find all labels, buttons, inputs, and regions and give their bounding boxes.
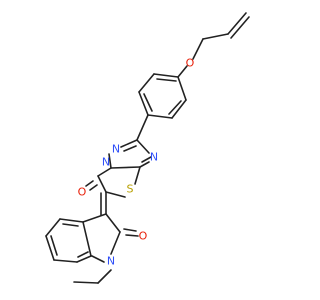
nitrogen-triazole-a-atom: N [112,143,120,156]
bond-lines [45,12,250,284]
nitrogen-indole-atom: N [107,255,115,268]
nitrogen-triazole-b-atom: N [102,156,110,169]
nitrogen-triazole-c-atom: N [150,151,158,164]
oxygen-lactam-top-atom: O [78,186,87,199]
oxygen-allyl-atom: O [186,57,195,70]
oxygen-lactam-bottom-atom: O [139,230,148,243]
sulfur-thiazole-atom: S [127,183,134,196]
molecule-structure: O N N N O S N O [45,12,250,284]
